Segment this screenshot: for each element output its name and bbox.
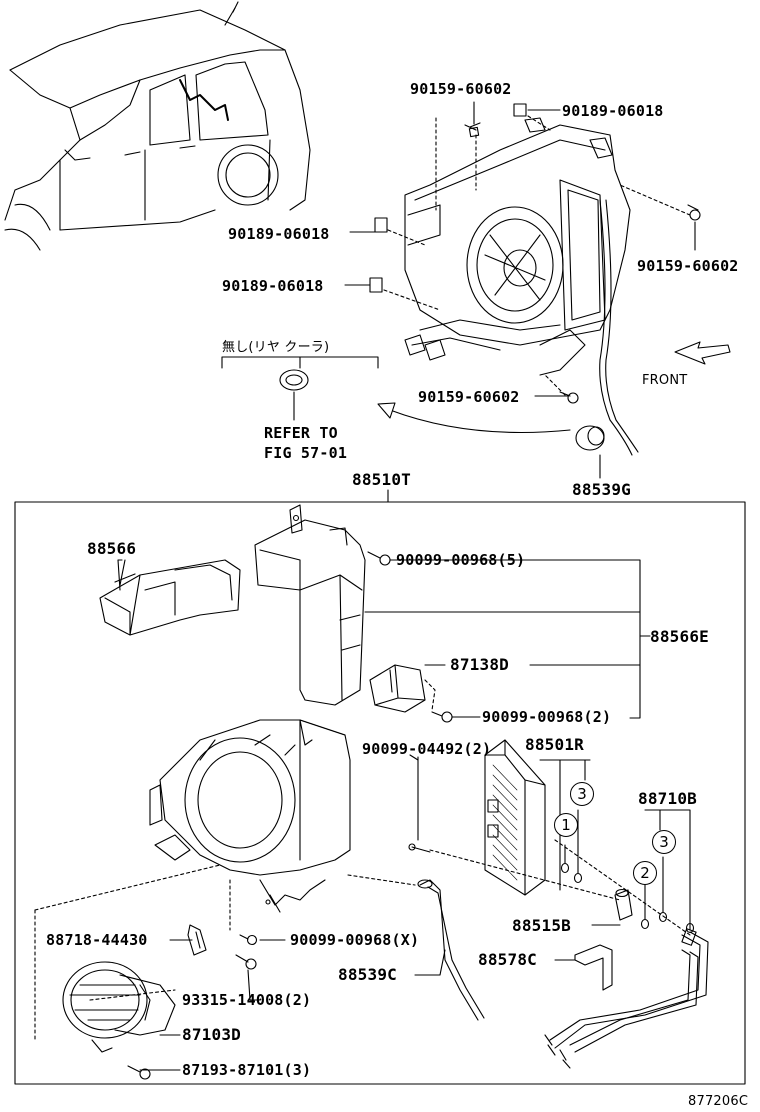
callout-1-core: 1: [554, 813, 578, 837]
upper-dashed-leaders: [383, 115, 691, 396]
blower-case: [149, 719, 351, 913]
part-label-90159-60602-right: 90159-60602: [637, 257, 739, 275]
valve-88515B: [614, 888, 633, 921]
upper-leaders: [344, 101, 696, 479]
o-rings: [560, 809, 695, 934]
front-label: FRONT: [642, 373, 688, 388]
diagram-code: 877206C: [688, 1094, 749, 1109]
part-label-90159-60602-bottom: 90159-60602: [418, 388, 520, 406]
part-label-88501R: 88501R: [525, 735, 584, 754]
part-label-90189-06018-left1: 90189-06018: [228, 225, 330, 243]
assembly-box: [14, 501, 746, 1085]
tube-88710B: [544, 928, 709, 1069]
part-label-90189-06018-top: 90189-06018: [562, 102, 664, 120]
note-no-rear-cooler: 無し(リヤ クーラ): [222, 340, 330, 355]
callout-2-tube: 2: [633, 861, 657, 885]
case-screws: [127, 551, 453, 1080]
part-label-88710B: 88710B: [638, 789, 697, 808]
grommet-88539G: [575, 425, 605, 451]
core-88501R: [484, 739, 546, 896]
part-label-90189-06018-left2: 90189-06018: [222, 277, 324, 295]
part-label-88539C: 88539C: [338, 965, 397, 984]
front-arrow: [674, 341, 731, 365]
part-label-87193-87101-3: 87193-87101(3): [182, 1061, 312, 1079]
part-label-90099-00968-5: 90099-00968(5): [396, 551, 526, 569]
assembly-label-88510T: 88510T: [352, 470, 411, 489]
part-label-88566E: 88566E: [650, 627, 709, 646]
refer-arrow: [377, 402, 571, 433]
part-label-88566: 88566: [87, 539, 137, 558]
part-label-90099-00968-x: 90099-00968(X): [290, 931, 420, 949]
part-label-88515B: 88515B: [512, 916, 571, 935]
case-88566E: [254, 504, 366, 706]
lower-leaders: [119, 559, 691, 1071]
part-label-88578C: 88578C: [478, 950, 537, 969]
part-87138D: [369, 664, 436, 713]
callout-3-core: 3: [570, 782, 594, 806]
vehicle-illustration: [4, 1, 311, 251]
duct-88566: [99, 559, 241, 636]
upper-fasteners: [369, 103, 701, 404]
callout-3-tube: 3: [652, 830, 676, 854]
hose-88539C: [417, 879, 485, 1021]
refer-to-line2: FIG 57-01: [264, 444, 348, 462]
part-label-88718-44430: 88718-44430: [46, 931, 148, 949]
part-label-87138D: 87138D: [450, 655, 509, 674]
part-label-90099-04492-2: 90099-04492(2): [362, 740, 492, 758]
part-label-90099-00968-2: 90099-00968(2): [482, 708, 612, 726]
part-label-93315-14008-2: 93315-14008(2): [182, 991, 312, 1009]
pad-88578C: [574, 944, 613, 991]
part-label-88539G: 88539G: [572, 480, 631, 499]
note-bracket: [221, 356, 379, 421]
refer-to-line1: REFER TO: [264, 424, 338, 442]
upper-blower-unit: [404, 117, 639, 456]
blower-motor-87103D: [62, 961, 176, 1053]
part-label-87103D: 87103D: [182, 1025, 241, 1044]
leader-tick: [409, 754, 419, 761]
part-label-90159-60602-top: 90159-60602: [410, 80, 512, 98]
clip-88718-44430: [187, 924, 207, 956]
